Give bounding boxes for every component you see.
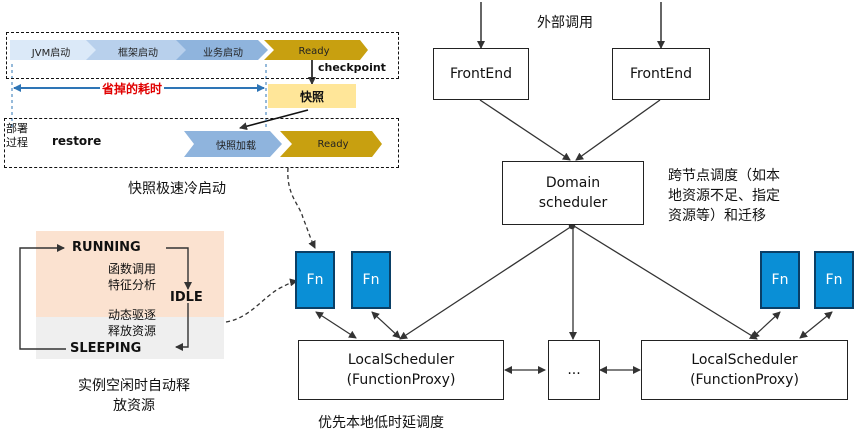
stage-framework-shape bbox=[86, 40, 190, 60]
snapshot-to-restore-arrow bbox=[239, 109, 309, 131]
deploy-label-line2: 过程 bbox=[6, 136, 28, 149]
snapshot-box: 快照 bbox=[268, 84, 356, 108]
cross-node-note-line1: 跨节点调度（如本 bbox=[668, 168, 780, 184]
startup-normal-frame bbox=[6, 32, 399, 79]
deploy-label-line1: 部署 bbox=[6, 122, 28, 135]
stage-ready-shape bbox=[264, 40, 368, 60]
fn-label: Fn bbox=[771, 272, 789, 288]
ready-restore-shape bbox=[280, 131, 382, 157]
note2-line1: 动态驱逐 bbox=[108, 308, 157, 322]
lifecycle-caption-line2: 放资源 bbox=[113, 398, 155, 414]
startup-restore-frame bbox=[4, 118, 399, 168]
domain-scheduler-line1: Domain bbox=[545, 175, 601, 191]
ready-restore-label: Ready bbox=[317, 138, 349, 150]
note1-line2: 特征分析 bbox=[108, 278, 157, 292]
domain-scheduler-box: Domain scheduler bbox=[502, 161, 644, 225]
stage-jvm-shape bbox=[10, 40, 100, 60]
snapshot-load-label: 快照加载 bbox=[216, 140, 256, 152]
fn-label: Fn bbox=[306, 272, 324, 288]
lifecycle-to-fn-dashed-arrow bbox=[225, 278, 298, 323]
middle-ellipsis-label: ... bbox=[567, 362, 581, 378]
restore-chevrons bbox=[184, 131, 382, 157]
local-scheduler-left-line1: LocalScheduler bbox=[347, 352, 455, 368]
note2-line2: 释放资源 bbox=[108, 324, 157, 338]
stage-business-shape bbox=[176, 40, 268, 60]
bottom-caption: 优先本地低时延调度 bbox=[318, 415, 444, 431]
frontend-right-label: FrontEnd bbox=[629, 66, 692, 82]
stage-jvm-label: JVM启动 bbox=[31, 47, 71, 59]
frontend-right-to-domain-arrow bbox=[575, 99, 661, 161]
lifecycle-caption: 实例空闲时自动释 放资源 bbox=[46, 376, 222, 416]
frontend-left-box: FrontEnd bbox=[433, 48, 529, 100]
fn-box-right-2: Fn bbox=[814, 251, 854, 309]
running-zone bbox=[36, 231, 224, 317]
fn-right1-link bbox=[751, 311, 781, 339]
startup-stage-chevrons bbox=[10, 40, 368, 60]
fn-box-left-2: Fn bbox=[351, 251, 391, 309]
cross-node-note-line3: 资源等）和迁移 bbox=[668, 208, 766, 224]
note1-line1: 函数调用 bbox=[108, 262, 157, 276]
frontend-right-box: FrontEnd bbox=[612, 48, 710, 100]
eviction-note: 动态驱逐 释放资源 bbox=[108, 307, 156, 339]
checkpoint-label: checkpoint bbox=[318, 61, 386, 74]
state-running: RUNNING bbox=[72, 240, 141, 255]
feature-analysis-note: 函数调用 特征分析 bbox=[108, 261, 156, 293]
frontend-left-to-domain-arrow bbox=[479, 99, 571, 161]
local-scheduler-left-line2: (FunctionProxy) bbox=[346, 372, 456, 388]
domain-to-local-left-arrow bbox=[399, 222, 576, 340]
frontend-left-label: FrontEnd bbox=[449, 66, 512, 82]
startup-to-fn-dashed-arrow bbox=[287, 167, 316, 249]
restore-label: restore bbox=[52, 134, 102, 148]
state-idle: IDLE bbox=[170, 290, 203, 305]
fn-right2-link bbox=[799, 311, 833, 339]
fn-box-right-1: Fn bbox=[760, 251, 800, 309]
fn-label: Fn bbox=[825, 272, 843, 288]
middle-ellipsis-box: ... bbox=[548, 340, 600, 400]
cross-node-note-line2: 地资源不足、指定 bbox=[668, 188, 780, 204]
cross-node-note: 跨节点调度（如本 地资源不足、指定 资源等）和迁移 bbox=[668, 166, 780, 226]
idle-to-sleeping-arrow bbox=[175, 303, 189, 351]
stage-framework-label: 框架启动 bbox=[118, 47, 158, 59]
lifecycle-caption-line1: 实例空闲时自动释 bbox=[78, 378, 190, 394]
local-scheduler-right-line1: LocalScheduler bbox=[691, 352, 798, 368]
saved-time-label: 省掉的耗时 bbox=[100, 80, 165, 97]
local-scheduler-right-box: LocalScheduler (FunctionProxy) bbox=[641, 340, 848, 400]
fn-left2-link bbox=[371, 311, 401, 339]
sleeping-to-running-arrow bbox=[19, 244, 66, 350]
stage-ready-label: Ready bbox=[298, 45, 330, 57]
external-call-label: 外部调用 bbox=[537, 15, 593, 31]
domain-scheduler-line2: scheduler bbox=[538, 195, 608, 211]
local-scheduler-left-box: LocalScheduler (FunctionProxy) bbox=[298, 340, 504, 400]
local-scheduler-right-line2: (FunctionProxy) bbox=[690, 372, 799, 388]
sleeping-zone bbox=[36, 317, 224, 359]
fn-label: Fn bbox=[362, 272, 380, 288]
snapshot-label: 快照 bbox=[299, 89, 324, 104]
domain-to-local-right-arrow bbox=[573, 225, 758, 340]
lifecycle-arrows bbox=[19, 244, 192, 351]
deploy-process-label: 部署 过程 bbox=[6, 122, 28, 150]
fn-box-left-1: Fn bbox=[295, 251, 335, 309]
stage-business-label: 业务启动 bbox=[203, 47, 243, 59]
fn-left1-link bbox=[315, 311, 357, 339]
startup-caption: 快照极速冷启动 bbox=[128, 181, 226, 197]
snapshot-load-shape bbox=[184, 131, 282, 157]
running-to-idle-arrow bbox=[166, 247, 192, 290]
state-sleeping: SLEEPING bbox=[70, 341, 142, 356]
